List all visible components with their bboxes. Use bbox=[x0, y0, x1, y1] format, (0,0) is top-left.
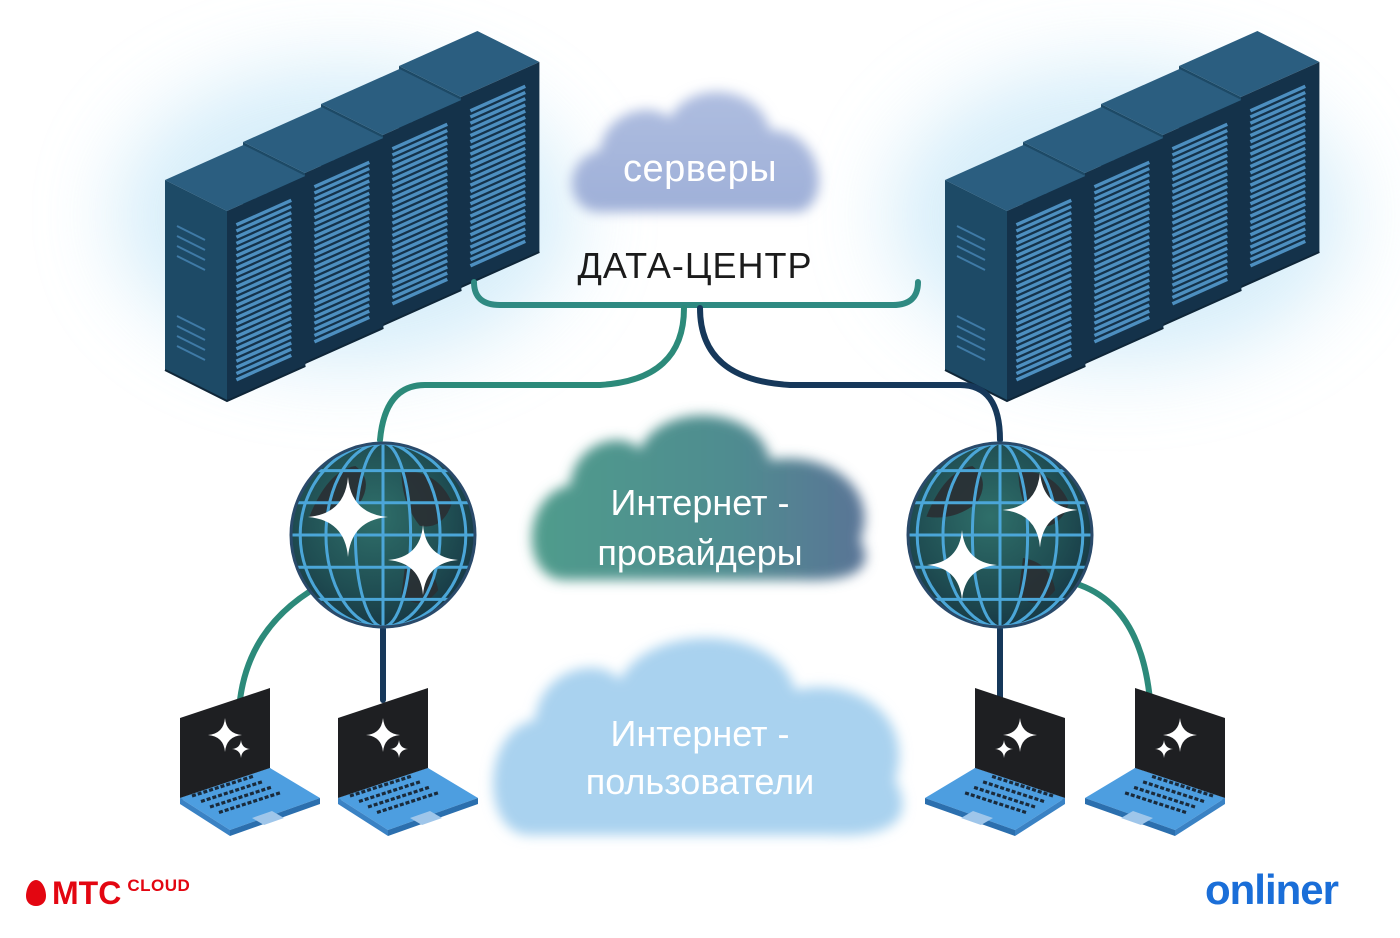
datacenter-label: ДАТА-ЦЕНТР bbox=[577, 245, 813, 286]
mts-cloud-logo: МТС CLOUD bbox=[26, 874, 190, 914]
isp-label-line2: провайдеры bbox=[597, 532, 803, 573]
users-label-line1: Интернет - bbox=[610, 713, 790, 754]
server-rack-icon bbox=[944, 31, 1320, 403]
servers-label: серверы bbox=[622, 148, 778, 190]
onliner-logo: onliner bbox=[1205, 866, 1339, 913]
server-rack-icon bbox=[164, 31, 540, 403]
cloud-icon bbox=[531, 415, 866, 581]
globe-icon bbox=[289, 441, 477, 629]
isp-label-line1: Интернет - bbox=[610, 482, 790, 523]
laptop-icon bbox=[338, 688, 478, 836]
laptop-icon bbox=[180, 688, 320, 836]
isp-label: Интернет - провайдеры bbox=[535, 478, 865, 578]
users-label-line2: пользователи bbox=[585, 761, 815, 802]
cloud-icon bbox=[571, 91, 820, 212]
mts-logo-word: МТС bbox=[52, 875, 122, 911]
mts-egg-icon bbox=[26, 880, 46, 906]
cloud-icon bbox=[493, 637, 903, 836]
server-rack bbox=[944, 145, 1086, 403]
laptops-group bbox=[180, 688, 1225, 836]
laptop-icon bbox=[1085, 688, 1225, 836]
mts-logo-cloud: CLOUD bbox=[127, 876, 191, 895]
laptop-icon bbox=[925, 688, 1065, 836]
server-rack bbox=[164, 145, 306, 403]
globe-icon bbox=[906, 441, 1094, 629]
users-label: Интернет - пользователи bbox=[500, 710, 900, 806]
